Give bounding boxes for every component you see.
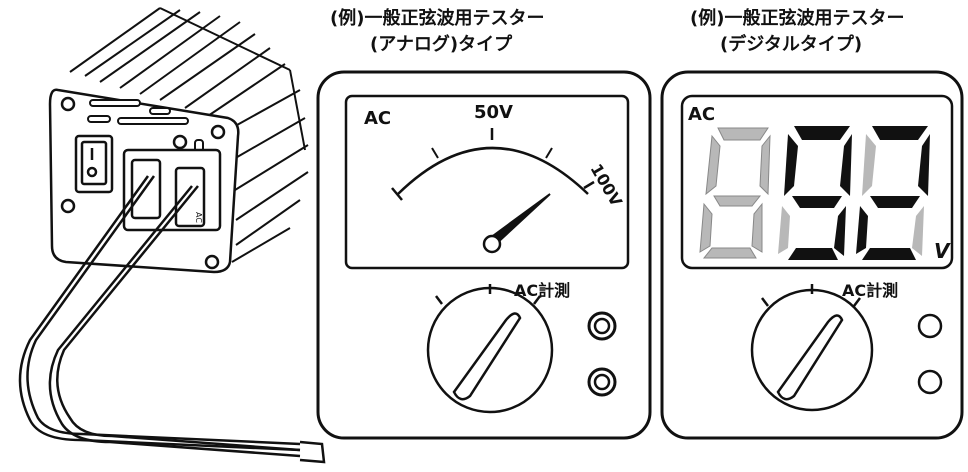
- analog-tester: AC 50V 100V AC計測: [316, 70, 652, 440]
- analog-mode-label: AC: [364, 108, 391, 129]
- inverter-device-icon: AC: [48, 7, 309, 274]
- analog-dial-label: AC計測: [514, 281, 570, 300]
- analog-scale-arc: [397, 146, 589, 195]
- power-switch-icon: [74, 134, 114, 194]
- heat-fins: [69, 7, 309, 263]
- digit-2: [856, 126, 930, 260]
- digital-display: [680, 94, 954, 270]
- probe-jack-icon: [587, 311, 617, 397]
- digit-9: [778, 126, 852, 260]
- dial-knob-icon: [750, 284, 874, 412]
- analog-scale-50v: 50V: [474, 102, 513, 123]
- analog-caption-line2: (アナログ)タイプ: [370, 34, 513, 55]
- analog-caption-line1: (例)一般正弦波用テスター: [330, 8, 545, 29]
- dial-knob-icon: [426, 284, 554, 414]
- ghost-digit: [699, 127, 771, 259]
- digital-caption-line2: (デジタルタイプ): [720, 34, 863, 55]
- digital-tester: AC 9: [660, 70, 964, 440]
- probe-jack-icon: [917, 313, 943, 395]
- vent-slots: [87, 99, 204, 181]
- digital-caption-line1: (例)一般正弦波用テスター: [690, 8, 905, 29]
- test-lead-icon: [18, 175, 326, 464]
- digital-dial-label: AC計測: [842, 281, 898, 300]
- analog-meter-face: [344, 94, 630, 270]
- digital-mode-label: AC: [688, 104, 715, 125]
- digital-unit: V: [934, 239, 951, 263]
- svg-text:AC: AC: [194, 212, 203, 223]
